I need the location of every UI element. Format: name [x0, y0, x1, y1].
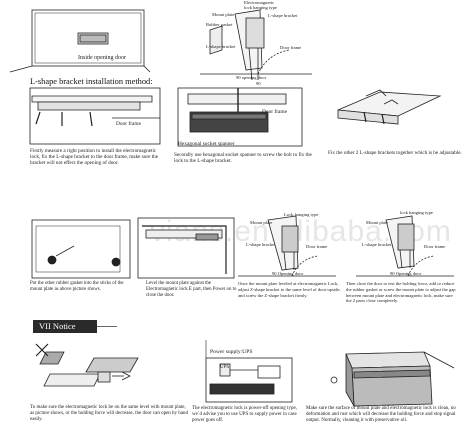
step1-caption: Firstly measure a right position to inst…: [30, 148, 159, 167]
power-supply-label: Power supply:UPS: [210, 349, 253, 355]
top-label-lbracket2: L-shape bracket: [206, 44, 236, 49]
top-label-rubber: Rubber gasket: [206, 22, 233, 27]
step2-door-frame-label: Door frame: [262, 109, 287, 115]
p4-label-frame: Door frame: [424, 244, 446, 249]
p3-label-lbracket: L-shape bracket: [246, 242, 276, 247]
top-label-frame: Door frame: [280, 45, 302, 50]
p3-label-hanging: Lock hanging type: [284, 212, 319, 217]
row2-caption4: Then close the door to test the holding …: [346, 281, 456, 304]
inside-opening-door-label: Inside opening door: [78, 55, 126, 61]
notice-caption3: Make sure the surface of mount plate and…: [306, 406, 456, 424]
row2-caption3: Once the mount plate leveled at electrom…: [238, 281, 341, 298]
p3-label-90: 90 Opening door: [272, 271, 304, 276]
step3-caption: Fix the other 2 L-shape brackets togethe…: [328, 150, 462, 156]
p4-label-90: 90 Opening door: [390, 271, 422, 276]
top-label-lbracket: L-shape bracket: [268, 13, 298, 18]
notice-caption1: To make sure the electromagnetic lock be…: [30, 405, 189, 423]
top-label-em: Electromagnetic: [244, 0, 275, 5]
row2-caption1: Put the other rubber gasket into the sti…: [30, 281, 124, 293]
top-label-hanging: lock hanging type: [244, 5, 277, 10]
p4-label-mount: Mount plate: [366, 220, 389, 225]
top-label-mount: Mount plate: [212, 12, 235, 17]
ups-label: UPS: [220, 365, 230, 370]
p3-label-frame: Door frame: [306, 244, 328, 249]
p4-label-hanging: lock hanging type: [400, 210, 433, 215]
step2-caption: Secondly use hexagonal socket spanner to…: [174, 152, 312, 165]
step1-door-frame-label: Door frame: [116, 121, 141, 127]
top-label-90: 90: [256, 81, 261, 86]
step2-spanner-label: Hexagonal socket spanner: [178, 141, 235, 147]
p4-label-lbracket: L-shape bracket: [362, 242, 392, 247]
top-label-90door: 90 opening door: [236, 75, 267, 80]
p3-label-mount: Mount plate: [250, 220, 273, 225]
notice-caption2: The electromagnetic lock is power-off op…: [192, 406, 297, 424]
row2-caption2: Level the mount plate against the Electr…: [146, 281, 237, 299]
notice-divider: [97, 326, 117, 327]
section-title: L-shape bracket installation method:: [30, 77, 153, 86]
notice-title: VII Notice: [33, 320, 97, 333]
